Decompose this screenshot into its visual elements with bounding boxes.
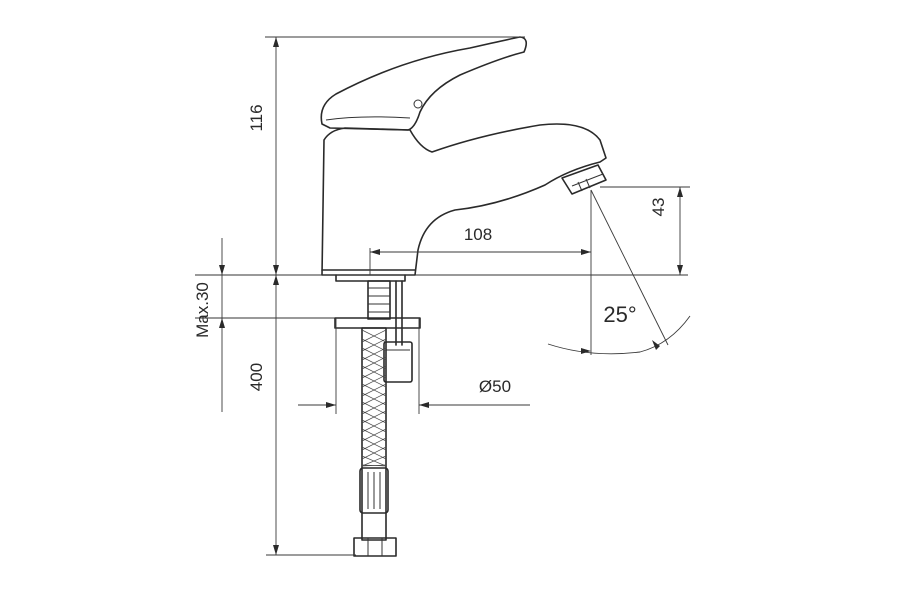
- angle-arrow-left: [581, 348, 591, 354]
- dim-label-116: 116: [247, 104, 266, 131]
- arrow-up: [273, 37, 279, 47]
- dim-label-43: 43: [649, 198, 668, 217]
- braid-strand: [361, 365, 387, 379]
- braid-strand: [361, 401, 387, 415]
- braid-strand: [361, 383, 387, 397]
- aerator-line: [571, 173, 604, 187]
- dimension-hole-diameter: Ø50: [298, 318, 530, 414]
- braid-strand: [361, 410, 387, 424]
- dim-label-400: 400: [247, 363, 266, 391]
- aerator-tick-1: [577, 181, 583, 192]
- arrow-up-43: [677, 187, 683, 197]
- handle-outline: [320, 36, 528, 131]
- arrow-50-right: [419, 402, 429, 408]
- angle-arc: [547, 315, 691, 355]
- braid-strand: [361, 338, 387, 352]
- arrow-50-left: [326, 402, 336, 408]
- handle-crease: [325, 116, 411, 121]
- arrow-left: [370, 249, 380, 255]
- dimension-spout-reach: 108: [369, 190, 592, 355]
- threaded-shank: [367, 280, 391, 320]
- braid-strand: [361, 464, 387, 467]
- arrow-400-top: [273, 275, 279, 285]
- base-ring: [335, 274, 406, 282]
- braid-strand: [361, 419, 387, 433]
- aerator: [561, 164, 607, 195]
- arrow-down-43: [677, 265, 683, 275]
- arrow-down: [273, 265, 279, 275]
- faucet-handle: [320, 36, 528, 131]
- bottom-hex-nut: [353, 537, 397, 557]
- dim-label-max30: Max.30: [193, 282, 212, 338]
- braid-strand: [361, 455, 387, 467]
- braid-strand: [361, 392, 387, 406]
- braid-strand: [361, 329, 387, 343]
- braid-strand: [361, 356, 387, 370]
- braid-strand: [361, 446, 387, 460]
- dimension-spout-height: 43: [600, 186, 690, 275]
- fixing-nut: [383, 341, 413, 383]
- handle-screw: [413, 99, 423, 109]
- dimension-spout-angle: 25°: [547, 189, 691, 355]
- dimension-hose-length: 400: [247, 275, 356, 556]
- faucet-body: [321, 123, 607, 282]
- braid-strand: [361, 374, 387, 388]
- angle-arrow-right: [652, 340, 660, 350]
- arrow-max30-top: [219, 265, 225, 275]
- braid-strand: [361, 428, 387, 442]
- arrow-max30-bottom: [219, 318, 225, 328]
- braid-strand: [361, 437, 387, 451]
- supply-hose-assembly: [334, 280, 421, 557]
- braid-strand: [361, 347, 387, 361]
- dim-label-108: 108: [464, 225, 492, 244]
- braid-pattern: [361, 329, 387, 467]
- angle-ray: [590, 189, 669, 346]
- braided-hose: [361, 327, 387, 541]
- dimension-mount-thickness: Max.30: [193, 238, 225, 412]
- dim-label-25deg: 25°: [603, 302, 636, 327]
- arrow-400-bottom: [273, 545, 279, 555]
- arrow-right: [581, 249, 591, 255]
- dimension-total-height: 116: [247, 36, 525, 275]
- dim-label-50: Ø50: [479, 377, 511, 396]
- hose-ferrule: [359, 467, 389, 514]
- aerator-tick-2: [585, 178, 591, 189]
- faucet-body-outline: [321, 123, 607, 276]
